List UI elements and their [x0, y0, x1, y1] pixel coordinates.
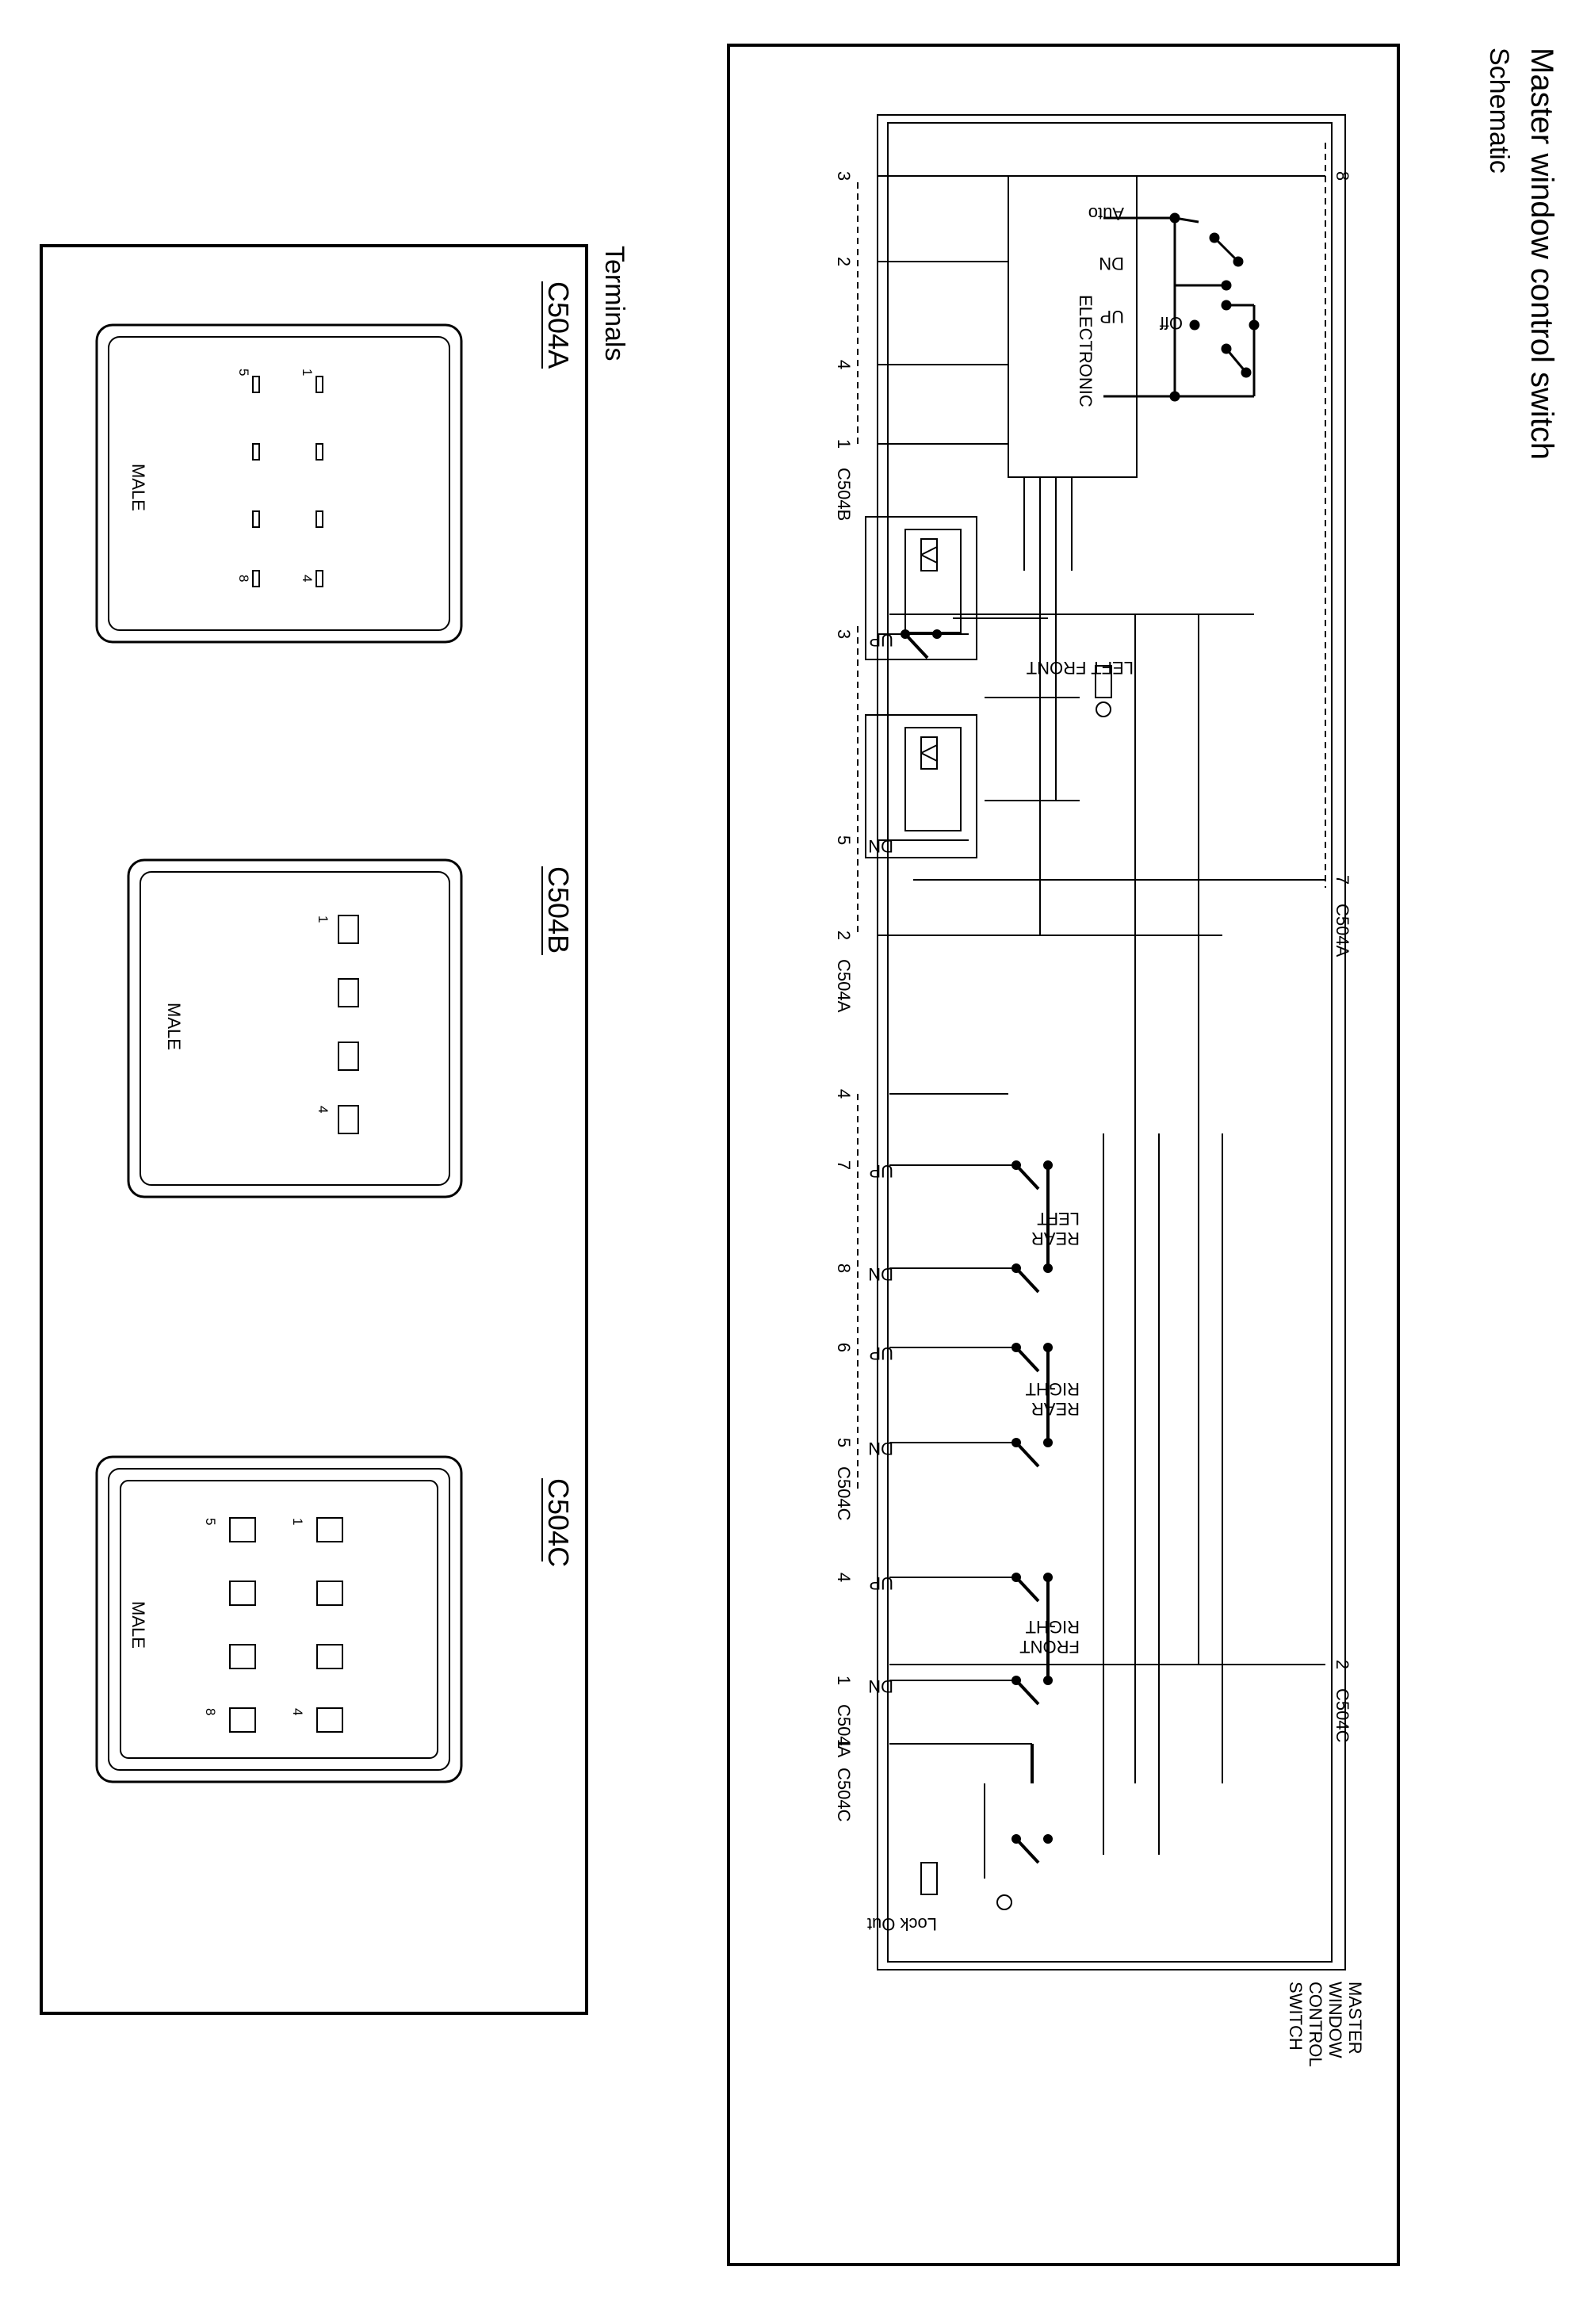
top-pin-labels: 8 7 C504A 2 C504C — [1333, 171, 1352, 1743]
svg-text:1: 1 — [834, 1676, 854, 1685]
svg-text:MALE: MALE — [128, 464, 148, 511]
svg-text:C504A: C504A — [542, 281, 575, 369]
switch-name: MASTER WINDOW CONTROL SWITCH — [1286, 1982, 1365, 2067]
right-front-switch — [889, 1572, 1054, 1706]
svg-text:7: 7 — [834, 1160, 854, 1170]
off-label: Off — [1159, 313, 1183, 333]
lock-out-label: Lock Out — [867, 1914, 937, 1934]
auto-label: Auto — [1088, 204, 1124, 224]
svg-text:SWITCH: SWITCH — [1286, 1982, 1306, 2051]
svg-text:UP: UP — [869, 1161, 893, 1181]
svg-text:DN: DN — [868, 1264, 893, 1284]
svg-text:UP: UP — [869, 1573, 893, 1593]
svg-text:8: 8 — [1333, 171, 1352, 181]
auto-selector-switch — [1103, 212, 1260, 402]
svg-text:8: 8 — [203, 1708, 218, 1715]
svg-text:2: 2 — [834, 257, 854, 266]
terminals-panel: Terminals C504A 1 5 4 8 MALE C504B — [40, 244, 629, 2015]
left-front-lines — [878, 617, 1222, 936]
svg-text:UP: UP — [869, 630, 893, 650]
svg-text:C504A: C504A — [834, 1704, 854, 1758]
power-bus-lines — [889, 613, 1254, 1855]
lock-out-switch — [889, 1743, 1054, 1910]
svg-text:C504A: C504A — [834, 959, 854, 1013]
up-label: UP — [1099, 307, 1124, 327]
page-title: Master window control switch — [1524, 48, 1559, 460]
electronic-module: ELECTRONIC Auto DN UP — [1008, 175, 1138, 478]
svg-text:C504A: C504A — [1333, 904, 1352, 958]
left-rear-switch — [889, 1160, 1054, 1294]
svg-text:7: 7 — [1333, 875, 1352, 885]
svg-text:1: 1 — [834, 1739, 854, 1749]
left-front-label: LEFT FRONT — [1027, 658, 1134, 678]
left-front-relay-dn — [865, 714, 977, 858]
svg-text:1: 1 — [290, 1518, 305, 1525]
dn-label: DN — [1099, 254, 1124, 273]
svg-text:1: 1 — [300, 369, 315, 376]
right-rear-switch — [889, 1342, 1054, 1468]
schematic-panel — [727, 44, 1400, 2266]
svg-text:C504B: C504B — [542, 866, 575, 954]
svg-text:3: 3 — [834, 171, 854, 181]
svg-text:8: 8 — [236, 575, 251, 582]
right-rear-label-1: RIGHT — [1026, 1379, 1080, 1399]
right-front-label-1: RIGHT — [1026, 1617, 1080, 1637]
svg-text:8: 8 — [834, 1263, 854, 1273]
connector-c504b: C504B 1 4 MALE — [127, 858, 575, 1198]
svg-text:5: 5 — [834, 1438, 854, 1447]
svg-text:C504B: C504B — [834, 468, 854, 521]
svg-text:1: 1 — [315, 915, 331, 923]
svg-text:5: 5 — [834, 835, 854, 845]
svg-text:2: 2 — [834, 931, 854, 940]
left-front-relay-up — [865, 516, 977, 660]
svg-text:4: 4 — [834, 360, 854, 369]
terminals-title: Terminals — [599, 246, 629, 361]
right-front-label-2: FRONT — [1019, 1637, 1080, 1657]
left-front-indicator — [1095, 665, 1112, 717]
svg-text:DN: DN — [868, 836, 893, 856]
svg-text:C504C: C504C — [1333, 1688, 1352, 1743]
svg-text:UP: UP — [869, 1344, 893, 1363]
svg-text:DN: DN — [868, 1676, 893, 1696]
svg-text:CONTROL: CONTROL — [1306, 1982, 1325, 2067]
connector-c504a: C504A 1 5 4 8 MALE — [95, 281, 575, 644]
electronic-label: ELECTRONIC — [1076, 295, 1096, 407]
svg-text:DN: DN — [868, 1439, 893, 1458]
svg-text:WINDOW: WINDOW — [1325, 1982, 1345, 2058]
svg-text:4: 4 — [300, 575, 315, 582]
svg-text:MASTER: MASTER — [1345, 1982, 1365, 2055]
module-output-lines — [878, 175, 1073, 935]
svg-text:MALE: MALE — [128, 1601, 148, 1649]
svg-text:MALE: MALE — [164, 1003, 184, 1050]
svg-text:5: 5 — [236, 369, 251, 376]
svg-text:4: 4 — [834, 1573, 854, 1582]
svg-text:C504C: C504C — [834, 1768, 854, 1822]
schematic-subtitle: Schematic — [1484, 48, 1514, 174]
bottom-pin-labels: 3 2 4 1 C504B 3 5 2 C504A 4 7 8 6 5 C504… — [834, 171, 854, 1822]
svg-text:4: 4 — [315, 1106, 331, 1113]
svg-text:2: 2 — [1333, 1660, 1352, 1669]
svg-text:1: 1 — [834, 439, 854, 449]
svg-text:4: 4 — [290, 1708, 305, 1715]
right-rear-label-2: REAR — [1031, 1399, 1080, 1419]
left-rear-label-1: LEFT — [1037, 1209, 1080, 1229]
svg-text:C504C: C504C — [834, 1466, 854, 1521]
connector-c504c: C504C 1 5 4 8 MALE — [95, 1455, 575, 1783]
up-dn-tags: UP DN UP DN UP DN UP DN — [868, 630, 893, 1696]
svg-text:4: 4 — [834, 1089, 854, 1099]
svg-text:5: 5 — [203, 1518, 218, 1525]
svg-text:C504C: C504C — [542, 1478, 575, 1567]
svg-text:6: 6 — [834, 1343, 854, 1352]
svg-text:3: 3 — [834, 629, 854, 639]
left-rear-label-2: REAR — [1031, 1229, 1080, 1248]
